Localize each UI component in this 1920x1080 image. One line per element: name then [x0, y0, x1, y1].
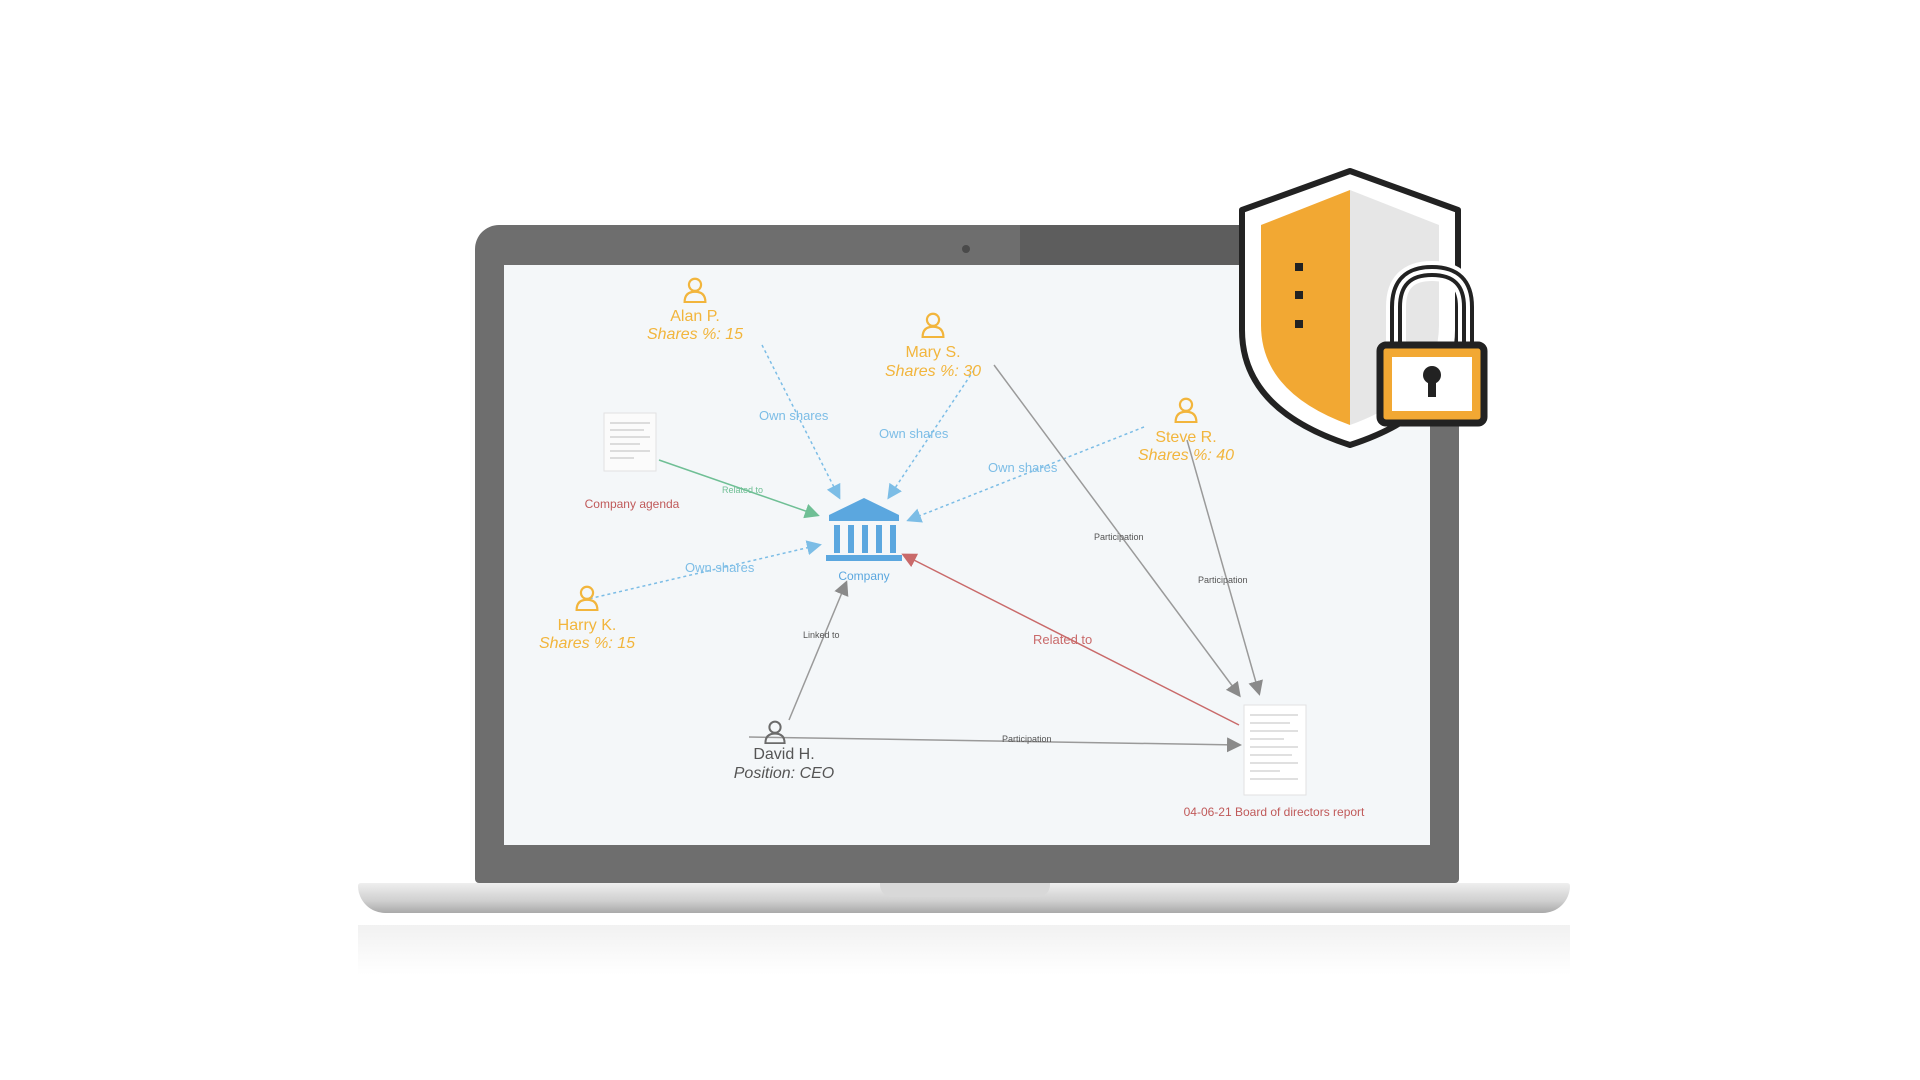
edge-mary-company: [887, 369, 975, 500]
edge-mary-report: [993, 364, 1241, 698]
padlock-icon: [1376, 260, 1488, 427]
edge-label-own-shares-alan: Own shares: [759, 408, 829, 423]
security-badge: [1239, 168, 1488, 448]
laptop-reflection: [358, 925, 1570, 975]
edge-label-related-agenda: Related to: [722, 485, 763, 495]
person-name: Mary S.: [905, 344, 960, 361]
laptop-base-groove: [880, 883, 1050, 897]
person-shares: Shares %: 40: [1138, 447, 1234, 464]
person-node-ceo[interactable]: David H. Position: CEO: [734, 720, 834, 782]
person-name: Steve R.: [1155, 429, 1216, 446]
person-icon: [764, 720, 786, 744]
bank-icon: [826, 498, 902, 561]
person-name: Harry K.: [558, 617, 617, 634]
edge-label-related-report: Related to: [1033, 632, 1092, 647]
person-shares: Shares %: 30: [885, 363, 981, 380]
edge-ceo-company: [788, 580, 849, 721]
person-node-steve[interactable]: Steve R. Shares %: 40: [1138, 397, 1234, 464]
edge-label-own-shares-steve: Own shares: [988, 460, 1058, 475]
ceo-name: David H.: [753, 746, 814, 763]
edge-label-own-shares-mary: Own shares: [879, 426, 949, 441]
edge-label-participation-steve: Participation: [1198, 575, 1248, 585]
ceo-position: Position: CEO: [734, 765, 834, 782]
document-label: 04-06-21 Board of directors report: [1184, 805, 1365, 819]
edge-harry-company: [583, 540, 822, 601]
person-name: Alan P.: [670, 308, 720, 325]
camera-icon: [962, 245, 970, 253]
person-icon: [575, 585, 599, 611]
person-icon: [683, 277, 707, 303]
company-label: Company: [838, 569, 889, 583]
person-shares: Shares %: 15: [539, 635, 635, 652]
document-icon: [603, 412, 657, 472]
edge-label-linked-to: Linked to: [803, 630, 840, 640]
edge-label-own-shares-harry: Own shares: [685, 560, 755, 575]
edge-label-participation-mary: Participation: [1094, 532, 1144, 542]
edge-report-company: [901, 553, 1240, 726]
laptop-screen: Own shares Own shares Own shares Own sha…: [504, 265, 1430, 845]
network-diagram: Own shares Own shares Own shares Own sha…: [539, 277, 1365, 819]
edge-ceo-report: [748, 736, 1242, 753]
edge-label-participation-ceo: Participation: [1002, 734, 1052, 744]
document-node-report[interactable]: 04-06-21 Board of directors report: [1184, 704, 1365, 819]
company-node[interactable]: Company: [826, 498, 902, 583]
edge-alan-company: [761, 344, 841, 500]
edge-agenda-company: [658, 459, 820, 519]
person-icon: [1174, 397, 1198, 423]
person-node-harry[interactable]: Harry K. Shares %: 15: [539, 585, 635, 652]
person-node-alan[interactable]: Alan P. Shares %: 15: [647, 277, 743, 343]
person-node-mary[interactable]: Mary S. Shares %: 30: [885, 312, 981, 380]
person-icon: [921, 312, 945, 338]
person-shares: Shares %: 15: [647, 326, 743, 343]
document-icon: [1243, 704, 1307, 796]
document-node-agenda[interactable]: Company agenda: [585, 412, 680, 511]
edge-steve-company: [906, 426, 1145, 523]
edge-steve-report: [1186, 439, 1263, 696]
document-label: Company agenda: [585, 497, 680, 511]
